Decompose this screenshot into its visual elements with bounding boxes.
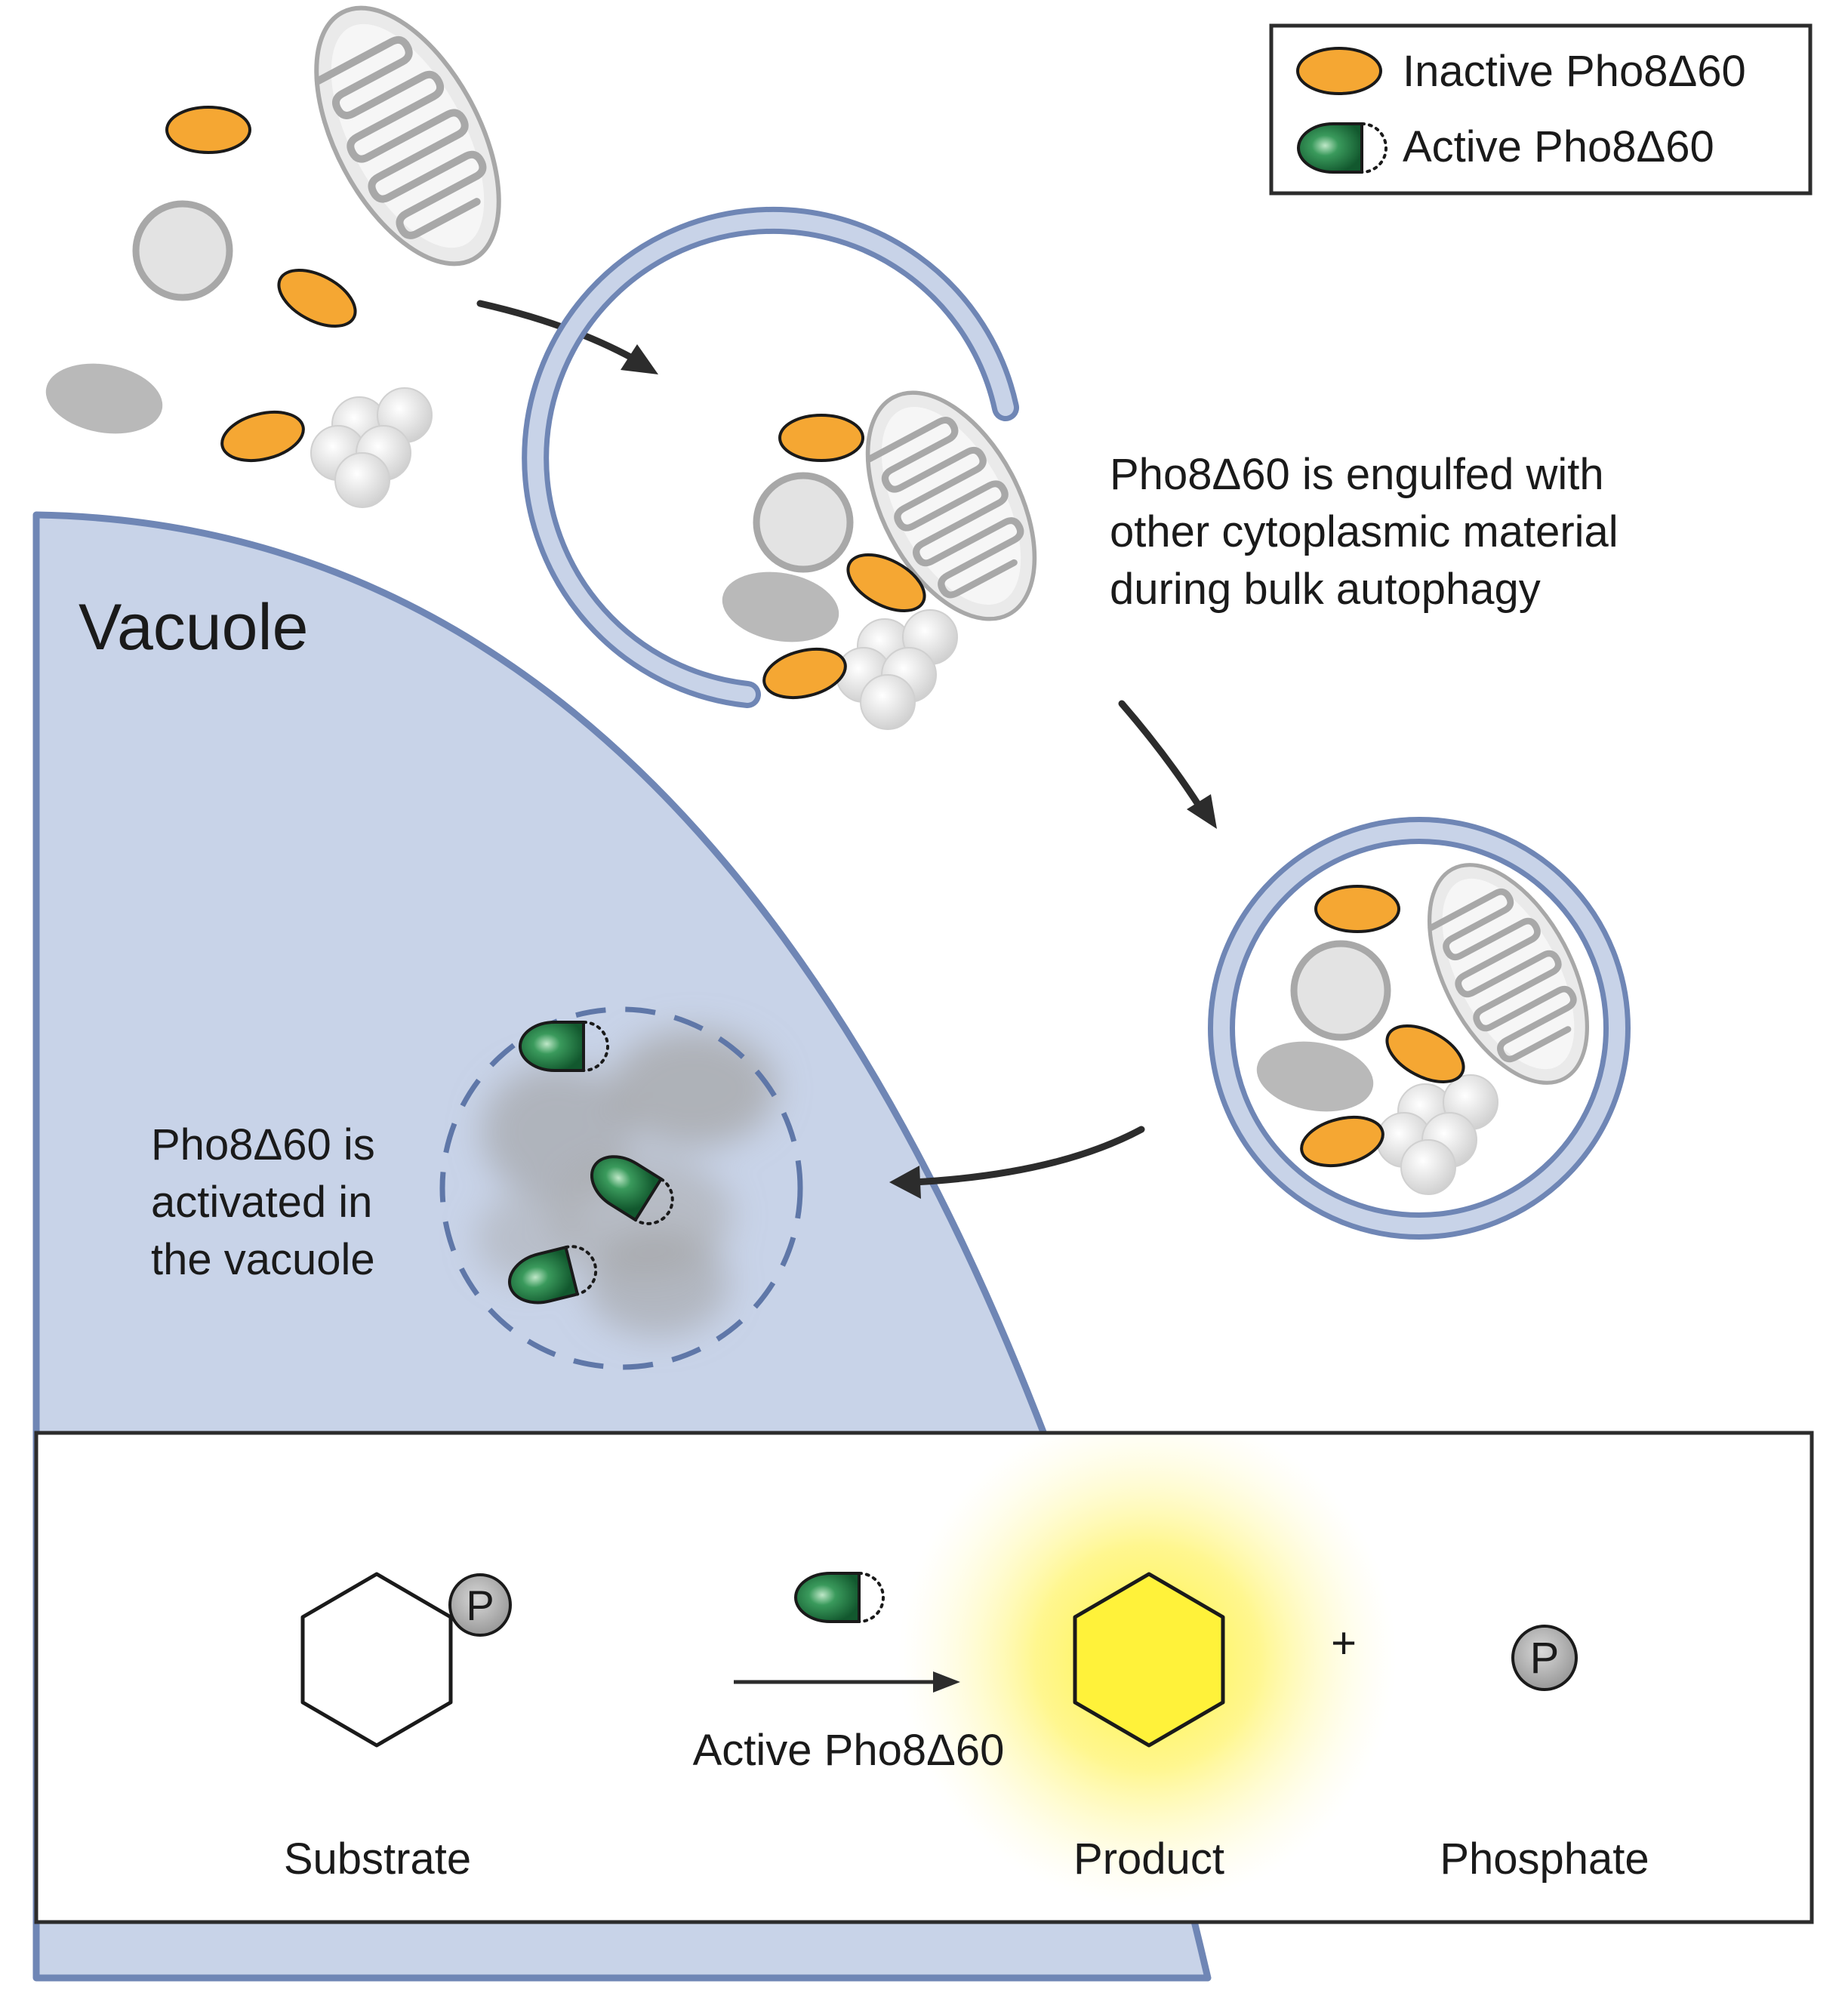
reaction-arrow-group: Active Pho8Δ60 bbox=[693, 1572, 1005, 1775]
autophagic-body-membrane bbox=[439, 1006, 803, 1370]
reaction-panel: P Substrate Active Pho8Δ60 Product + P P… bbox=[34, 1431, 1814, 1924]
legend: Inactive Pho8Δ60 Active Pho8Δ60 bbox=[1269, 23, 1813, 196]
particle-cluster-icon bbox=[310, 387, 433, 508]
arrow-head-3 bbox=[889, 1166, 921, 1199]
activated-line-1: Pho8Δ60 is bbox=[151, 1120, 375, 1169]
phosphate: P Phosphate bbox=[1440, 1625, 1649, 1884]
ring-organelle-icon bbox=[756, 476, 850, 569]
engulfed-line-1: Pho8Δ60 is engulfed with bbox=[1110, 450, 1604, 499]
inactive-pho8-icon bbox=[778, 414, 864, 462]
substrate: P Substrate bbox=[284, 1572, 512, 1884]
ring-organelle-icon bbox=[136, 204, 229, 297]
enzyme-label: Active Pho8Δ60 bbox=[693, 1726, 1005, 1775]
activated-annotation: Pho8Δ60 is activated in the vacuole bbox=[151, 1120, 375, 1284]
autophagic-body bbox=[439, 1006, 803, 1370]
inactive-pho8-icon bbox=[215, 402, 310, 470]
inactive-pho8-legend-icon bbox=[1296, 47, 1382, 95]
substrate-phosphate-symbol: P bbox=[466, 1582, 494, 1629]
reaction-arrow-head bbox=[933, 1671, 960, 1693]
activated-line-3: the vacuole bbox=[151, 1235, 375, 1284]
mitochondrion-icon bbox=[833, 365, 1069, 646]
substrate-label: Substrate bbox=[284, 1834, 471, 1884]
phagophore bbox=[522, 206, 1069, 730]
phosphate-label: Phosphate bbox=[1440, 1834, 1649, 1884]
arrow-head-2 bbox=[1187, 794, 1217, 829]
inactive-pho8-icon bbox=[757, 639, 852, 707]
inactive-pho8-icon bbox=[165, 106, 251, 154]
arrow-to-autophagosome bbox=[1118, 700, 1204, 812]
inactive-pho8-icon bbox=[1314, 885, 1400, 933]
substrate-hexagon-icon bbox=[300, 1572, 453, 1748]
autophagosome bbox=[1208, 817, 1631, 1240]
gray-organelle-icon bbox=[716, 563, 845, 651]
reaction-box bbox=[34, 1431, 1814, 1924]
arrow-head-1 bbox=[621, 344, 658, 374]
particle-cluster-icon bbox=[836, 609, 958, 730]
phosphate-symbol: P bbox=[1530, 1634, 1560, 1683]
legend-active-label: Active Pho8Δ60 bbox=[1403, 122, 1714, 171]
arrow-to-vacuole bbox=[910, 1126, 1145, 1186]
plus-sign: + bbox=[1331, 1619, 1357, 1668]
substrate-phosphate-icon bbox=[448, 1573, 512, 1637]
phosphate-icon bbox=[1511, 1625, 1578, 1691]
gray-organelle-icon bbox=[40, 355, 168, 442]
product-hexagon-icon bbox=[1073, 1572, 1225, 1748]
mitochondrion-icon bbox=[279, 0, 536, 293]
product-label: Product bbox=[1073, 1834, 1224, 1884]
engulfed-line-3: during bulk autophagy bbox=[1110, 565, 1541, 614]
engulfed-annotation: Pho8Δ60 is engulfed with other cytoplasm… bbox=[1110, 450, 1619, 614]
vacuole-label: Vacuole bbox=[79, 591, 308, 664]
product: Product bbox=[1073, 1572, 1225, 1884]
ring-organelle-icon bbox=[1294, 944, 1388, 1037]
activated-line-2: activated in bbox=[151, 1178, 372, 1227]
cytoplasm-material bbox=[40, 0, 536, 508]
legend-inactive-label: Inactive Pho8Δ60 bbox=[1403, 47, 1746, 96]
engulfed-line-2: other cytoplasmic material bbox=[1110, 507, 1619, 556]
inactive-pho8-icon bbox=[270, 259, 364, 338]
